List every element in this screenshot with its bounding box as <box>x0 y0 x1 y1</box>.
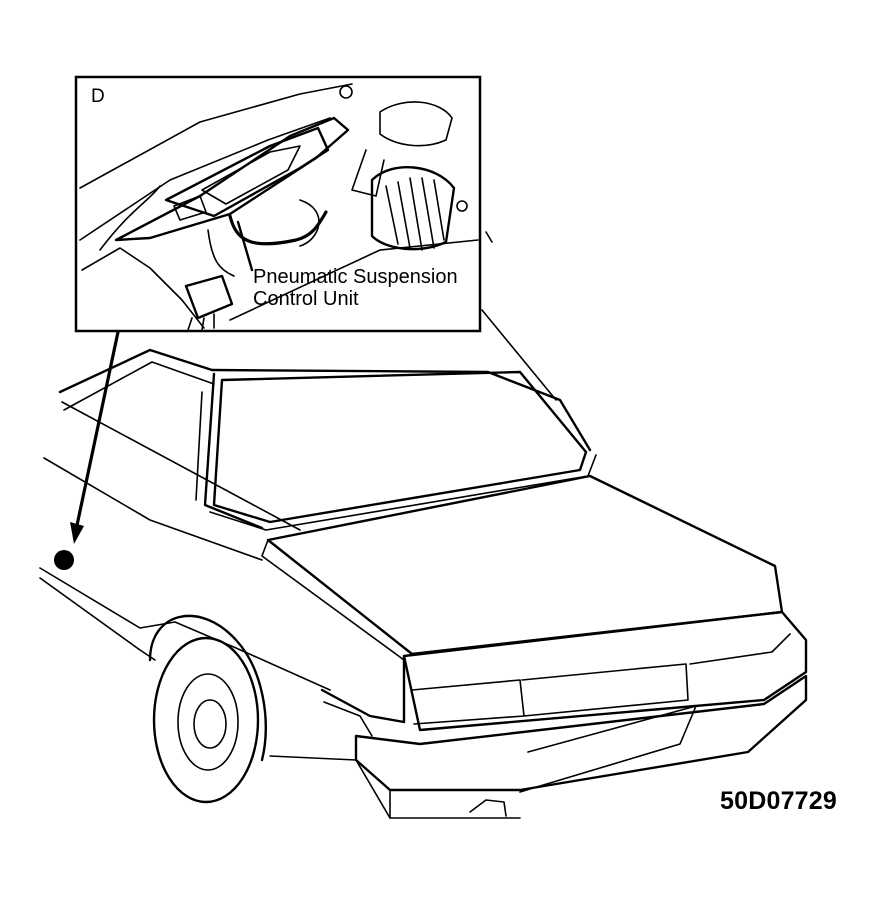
pointer-arrow-head <box>70 522 84 544</box>
inset-body-line-3 <box>81 247 205 329</box>
roof-inner <box>63 361 215 411</box>
taillight-strip-right <box>521 663 689 717</box>
strut-mount <box>379 101 453 147</box>
location-dot <box>54 550 74 570</box>
projection-tick <box>485 231 493 243</box>
harness-plug <box>184 274 234 320</box>
c-pillar-inner <box>195 391 203 501</box>
taillight-right-end <box>689 633 791 665</box>
control-unit-connector <box>173 195 207 221</box>
fastener <box>339 85 353 99</box>
suspension-tower <box>370 166 456 251</box>
rear-bumper <box>354 674 808 792</box>
side-line-lower <box>39 567 331 691</box>
window-seal <box>209 454 597 531</box>
pointer-arrow-shaft <box>74 330 120 532</box>
side-line-upper <box>61 401 301 531</box>
wire-2 <box>299 199 320 247</box>
plate-recess <box>519 705 697 793</box>
control-unit-housing <box>164 126 330 218</box>
taillight-strip <box>411 679 525 725</box>
inset-body-line-1 <box>79 83 353 189</box>
car-body <box>39 348 808 819</box>
wheel-rim <box>177 673 239 771</box>
side-line-rocker <box>39 577 156 661</box>
fastener-right <box>456 200 468 212</box>
rear-window <box>212 370 588 524</box>
tail-corner-left <box>320 654 406 724</box>
inset-detail <box>74 75 482 333</box>
inset-view-letter: D <box>91 86 105 107</box>
spring-coils <box>385 177 445 251</box>
trunk-crease <box>261 539 405 661</box>
side-line-mid <box>43 457 263 561</box>
rear-panel <box>402 610 808 732</box>
control-unit-face <box>201 145 301 205</box>
projection-line <box>481 309 557 401</box>
location-pointer <box>54 231 557 570</box>
roof-edge <box>58 348 592 452</box>
callout-label-line-2: Control Unit <box>253 288 359 310</box>
lower-body <box>269 755 521 819</box>
trunk-lid <box>266 474 784 656</box>
wire-1 <box>207 229 235 277</box>
c-pillar <box>203 372 264 530</box>
control-unit-bracket <box>114 116 350 242</box>
wire-3 <box>99 185 161 251</box>
exhaust-tip <box>469 799 507 817</box>
rear-wheel <box>148 614 268 804</box>
wheel-arch <box>148 614 268 762</box>
wheel-hub <box>193 699 227 749</box>
side-marker <box>323 701 373 737</box>
tire <box>152 636 260 804</box>
callout-label-line-1: Pneumatic Suspension <box>253 266 458 288</box>
figure-code: 50D07729 <box>720 787 837 815</box>
callout-leader <box>236 220 254 272</box>
strut-mount-detail <box>351 149 385 197</box>
harness-plug-wires <box>187 313 215 331</box>
inset-body-line-2 <box>79 117 331 241</box>
